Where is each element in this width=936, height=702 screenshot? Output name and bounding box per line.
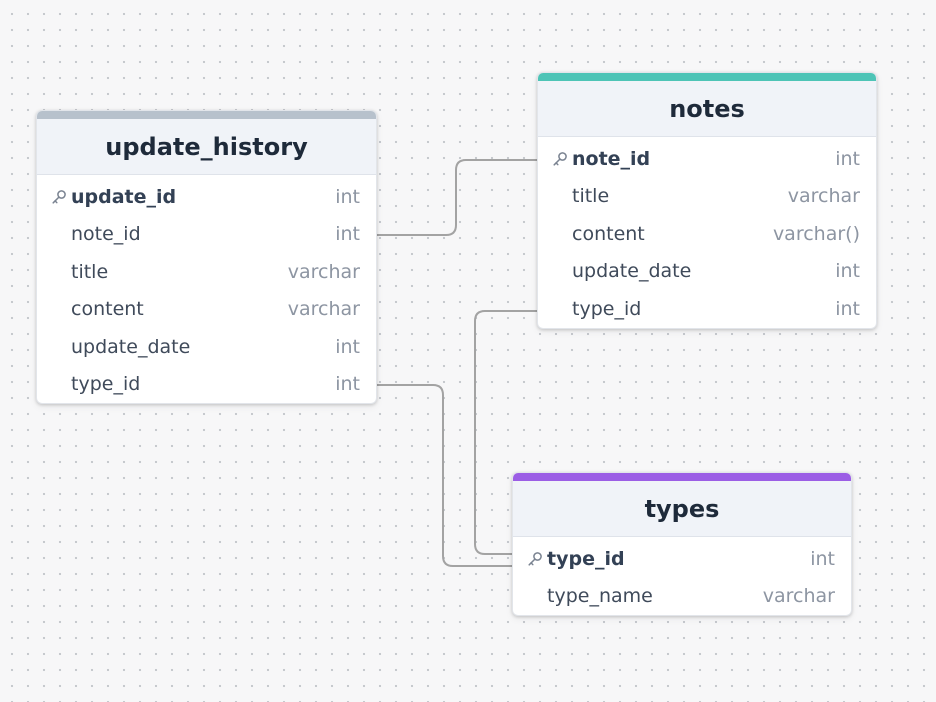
field-row[interactable]: type_id int [513,540,851,578]
table-types[interactable]: types type_id int type_name varchar [512,472,852,616]
field-type: int [835,297,860,320]
field-row[interactable]: update_date int [37,328,376,366]
field-name: note_id [71,223,141,246]
field-row[interactable]: update_date int [538,253,876,291]
field-row[interactable]: update_id int [37,178,376,216]
table-header[interactable]: types [513,481,851,537]
field-row[interactable]: note_id int [37,216,376,254]
field-list: note_id int title varchar content varcha… [538,137,876,328]
field-name: note_id [572,147,651,170]
field-name: type_id [572,297,642,320]
table-title: update_history [105,132,308,161]
field-row[interactable]: title varchar [37,253,376,291]
field-type: int [835,147,860,170]
table-title: notes [669,94,745,123]
field-type: int [335,223,360,246]
connector-update-history-type-id-to-types[interactable] [375,384,512,567]
field-list: type_id int type_name varchar [513,537,851,615]
table-header[interactable]: notes [538,81,876,137]
field-row[interactable]: content varchar() [538,215,876,253]
table-header[interactable]: update_history [37,119,376,175]
field-type: varchar [287,260,360,283]
table-title: types [644,494,720,523]
field-type: varchar() [772,222,860,245]
table-notes[interactable]: notes note_id int title varchar content … [537,72,877,329]
field-name: type_id [547,547,625,570]
field-row[interactable]: type_id int [37,366,376,404]
key-icon [51,188,68,205]
connector-notes-type-id-to-types[interactable] [474,310,537,555]
field-name: update_id [71,185,177,208]
field-name: title [71,260,109,283]
field-row[interactable]: title varchar [538,178,876,216]
field-name: content [572,222,645,245]
field-list: update_id int note_id int title varchar … [37,175,376,403]
key-icon [552,150,569,167]
field-type: int [335,335,360,358]
field-type: varchar [762,585,835,608]
field-name: title [572,185,610,208]
field-name: update_date [71,335,191,358]
field-name: type_id [71,373,141,396]
table-update-history[interactable]: update_history update_id int note_id int… [36,110,377,404]
field-name: content [71,298,144,321]
key-icon [527,550,544,567]
field-type: int [835,260,860,283]
field-name: update_date [572,260,692,283]
connector-update-history-note-id-to-notes[interactable] [375,159,537,236]
field-row[interactable]: type_id int [538,290,876,328]
field-row[interactable]: type_name varchar [513,578,851,616]
field-row[interactable]: note_id int [538,140,876,178]
field-type: varchar [787,185,860,208]
field-type: int [335,185,360,208]
table-accent-bar [37,111,376,119]
table-accent-bar [538,73,876,81]
table-accent-bar [513,473,851,481]
field-type: varchar [287,298,360,321]
field-type: int [335,373,360,396]
field-type: int [810,547,835,570]
field-name: type_name [547,585,653,608]
field-row[interactable]: content varchar [37,291,376,329]
